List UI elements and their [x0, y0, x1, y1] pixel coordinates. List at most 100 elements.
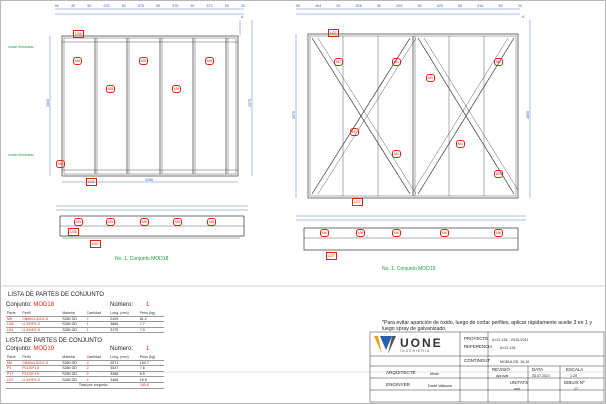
dim: 50 — [417, 4, 422, 8]
mod18-caption: No. 1, Conjunto MOD18 — [115, 256, 169, 262]
logo-subtext: INGENIERIA — [400, 349, 431, 353]
dim: 575 — [172, 4, 179, 8]
column-header: Cantidad — [85, 355, 110, 361]
table-row: U35 U-34*8*1.5 S280 GD 1 3866 7.7 — [6, 321, 164, 328]
column-header: Peso (kg) — [138, 355, 164, 361]
part-tag: M5 — [73, 57, 82, 65]
cell: 1 — [85, 327, 110, 334]
cell: CB80x1.5/2x1.5 — [21, 360, 62, 367]
column-header: Perfil — [21, 355, 62, 361]
parts-block-header: Conjunto: MOD18 Número: 1 — [6, 302, 164, 311]
dibuix-value: 17 — [574, 387, 578, 391]
part-tag: U27 — [326, 252, 337, 260]
contingut-label: CONTINGUT — [464, 358, 491, 363]
part-tag: M5 — [205, 57, 214, 65]
conjunto-label: Conjunto: — [6, 302, 32, 308]
mod19-elevation — [295, 8, 531, 251]
mod18-right-dim: 2075 — [248, 99, 252, 107]
cell: U35 — [6, 321, 22, 328]
cell: 3170 — [109, 327, 139, 334]
mod18-left-dim-1: 3000 — [46, 99, 50, 107]
revisio-label: REVISIÓ — [492, 367, 510, 372]
cell: PL100*1.5 — [21, 365, 62, 372]
part-tag: M1 — [494, 170, 503, 178]
conjunto-label: Conjunto: — [6, 346, 32, 352]
mod18-side-note-1: cortar eliminado — [8, 45, 34, 49]
cell: P1 — [6, 365, 22, 372]
table-row: U41 U-34*8*1.5 S280 GD 1 3170 7.0 — [6, 327, 164, 334]
part-tag: U35 — [68, 228, 79, 236]
part-tag: M5 — [74, 218, 83, 226]
table-header-row: Parte Perfil Material Cantidad Long. (mm… — [6, 355, 164, 361]
cell: 16.5 — [138, 376, 164, 383]
cell: 164.7 — [138, 360, 164, 367]
table-total-row: Total por conjunto: 240.8 — [6, 382, 164, 389]
cell: 7 — [85, 316, 110, 323]
dim: 50 — [224, 4, 229, 8]
part-tag: M5 — [173, 218, 182, 226]
part-tag: M1 — [350, 128, 359, 136]
dim: 50 — [190, 4, 195, 8]
dim: 50 — [377, 4, 382, 8]
dim: 525 — [436, 4, 443, 8]
cell: 3537 — [109, 365, 139, 372]
cell: 3468 — [109, 371, 139, 378]
cell: 2 — [85, 371, 110, 378]
cell: PL100*1.5 — [21, 371, 62, 378]
company-logo: UONE INGENIERIA — [372, 335, 458, 355]
cell: 7.6 — [138, 365, 164, 372]
cell: 8.5 — [138, 371, 164, 378]
column-header: Material — [61, 355, 86, 361]
mod18-elevation — [49, 8, 253, 239]
part-tag: M1 — [494, 58, 503, 66]
cell: U-34*8*1.5 — [21, 327, 62, 334]
part-tag: U41 — [90, 240, 101, 248]
mod18-top-dims: 60 30 50 575 50 575 50 575 50 573 50 30 — [55, 3, 245, 9]
dim: 50 — [121, 4, 126, 8]
dim: 404 — [315, 4, 322, 8]
fabrication-note: *Para evitar aparición de óxido, luego d… — [382, 320, 592, 332]
cell: U-34*8*1.5 — [21, 376, 62, 383]
cell: U-34*8*1.5 — [21, 321, 62, 328]
dim: 573 — [206, 4, 213, 8]
cell: CB80x1.5/2x1.5 — [21, 316, 62, 323]
dim: 30 — [517, 4, 522, 8]
part-tag: M1 — [456, 140, 465, 148]
proyecto-label: PROYECTE — [464, 336, 489, 341]
revisio-value: Aprovat — [496, 374, 509, 378]
part-tag: M5 — [106, 218, 115, 226]
column-header: Material — [61, 311, 86, 317]
part-tag: M6 — [440, 229, 449, 237]
cell: M6 — [6, 360, 22, 367]
part-tag: M5 — [140, 218, 149, 226]
column-header: Long. (mm) — [109, 311, 139, 317]
part-tag: M6 — [356, 229, 365, 237]
part-tag: U35 — [73, 30, 84, 38]
cell: 2 — [85, 365, 110, 372]
mod18-bottom-dim: 3266 — [145, 178, 153, 182]
dim: 50 — [296, 4, 300, 8]
column-header: Perfil — [21, 311, 62, 317]
mod18-side-note-2: cortar eliminado — [8, 153, 34, 157]
cell: 61.2 — [138, 316, 164, 323]
data-value: 25.07.2021 — [532, 374, 550, 378]
part-tag: M1 — [392, 58, 401, 66]
column-header: Parte — [6, 311, 22, 317]
part-tag: M5 — [172, 85, 181, 93]
numero-label: Número: — [110, 302, 134, 308]
cell: S280 GD — [61, 376, 86, 383]
part-tag: M1 — [426, 74, 435, 82]
enginyer-value: David Vattuone — [428, 384, 453, 388]
dim: 50 — [87, 4, 92, 8]
cell: 7.7 — [138, 321, 164, 328]
cell: S280 GD — [61, 316, 86, 323]
dim: 525 — [396, 4, 403, 8]
dim: 50 — [458, 4, 463, 8]
cell: 3866 — [109, 321, 139, 328]
table-row: U27 U-34*8*1.5 S280 GD 2 3466 16.5 — [6, 376, 164, 383]
cell: 7.0 — [138, 327, 164, 334]
dim: 30 — [240, 4, 245, 8]
part-tag: U27 — [352, 198, 363, 206]
